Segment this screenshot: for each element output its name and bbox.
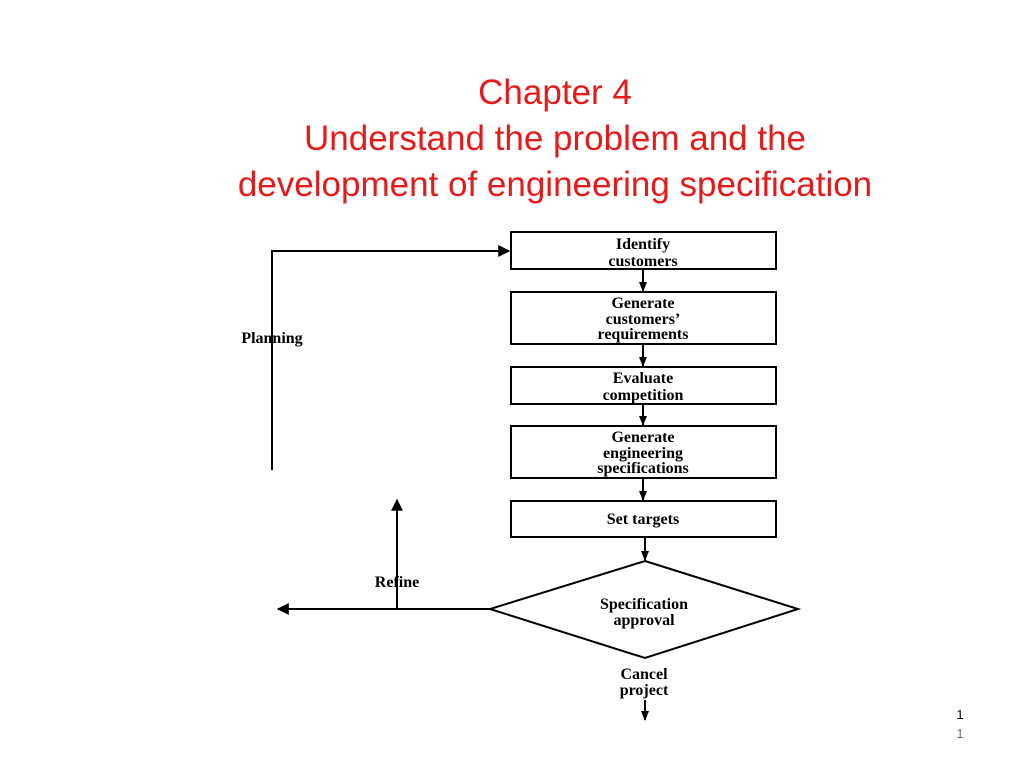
refine-label: Refine bbox=[375, 574, 419, 591]
decision-diamond bbox=[486, 559, 802, 660]
step-line: Generate bbox=[611, 429, 674, 446]
outcome-line: Cancel bbox=[620, 666, 668, 683]
step-generate-engineering-specifications: Generate engineering specifications bbox=[510, 425, 777, 479]
step-box bbox=[510, 500, 777, 538]
slide-number-secondary: 1 bbox=[956, 726, 964, 741]
step-identify-customers: Identify customers bbox=[510, 231, 777, 270]
step-line: competition bbox=[603, 387, 684, 404]
step-set-targets: Set targets bbox=[510, 500, 777, 538]
title-line-2: Understand the problem and the bbox=[304, 119, 806, 158]
step-box bbox=[510, 366, 777, 405]
decision-line: approval bbox=[613, 612, 675, 629]
step-evaluate-competition: Evaluate competition bbox=[510, 366, 777, 405]
step-line: customers’ bbox=[606, 311, 681, 328]
refine-loop: Refine bbox=[276, 498, 490, 615]
planning-loop: Planning bbox=[241, 245, 511, 470]
step-generate-customer-requirements: Generate customers’ requirements bbox=[510, 291, 777, 345]
slide-number: 1 bbox=[956, 707, 964, 722]
planning-loop-line bbox=[271, 245, 511, 470]
step-line: engineering bbox=[603, 445, 683, 462]
slide-title: Chapter 4 Understand the problem and the… bbox=[100, 70, 1010, 208]
step-line: Evaluate bbox=[613, 370, 673, 387]
step-line: Identify bbox=[616, 236, 670, 253]
step-line: Set targets bbox=[607, 511, 679, 528]
title-line-chapter: Chapter 4 bbox=[478, 73, 632, 112]
decision-specification-approval: Specification approval bbox=[486, 559, 802, 660]
decision-line: Specification bbox=[600, 596, 688, 613]
step-line: requirements bbox=[598, 326, 689, 343]
outcome-line: project bbox=[620, 682, 669, 699]
step-box bbox=[510, 231, 777, 270]
title-line-3: development of engineering specification bbox=[237, 165, 873, 204]
planning-label: Planning bbox=[241, 330, 302, 347]
step-line: customers bbox=[608, 253, 677, 270]
step-box bbox=[510, 425, 777, 479]
outcome-cancel-project: Cancel project bbox=[620, 666, 669, 699]
step-line: Generate bbox=[611, 295, 674, 312]
step-line: specifications bbox=[597, 460, 689, 477]
